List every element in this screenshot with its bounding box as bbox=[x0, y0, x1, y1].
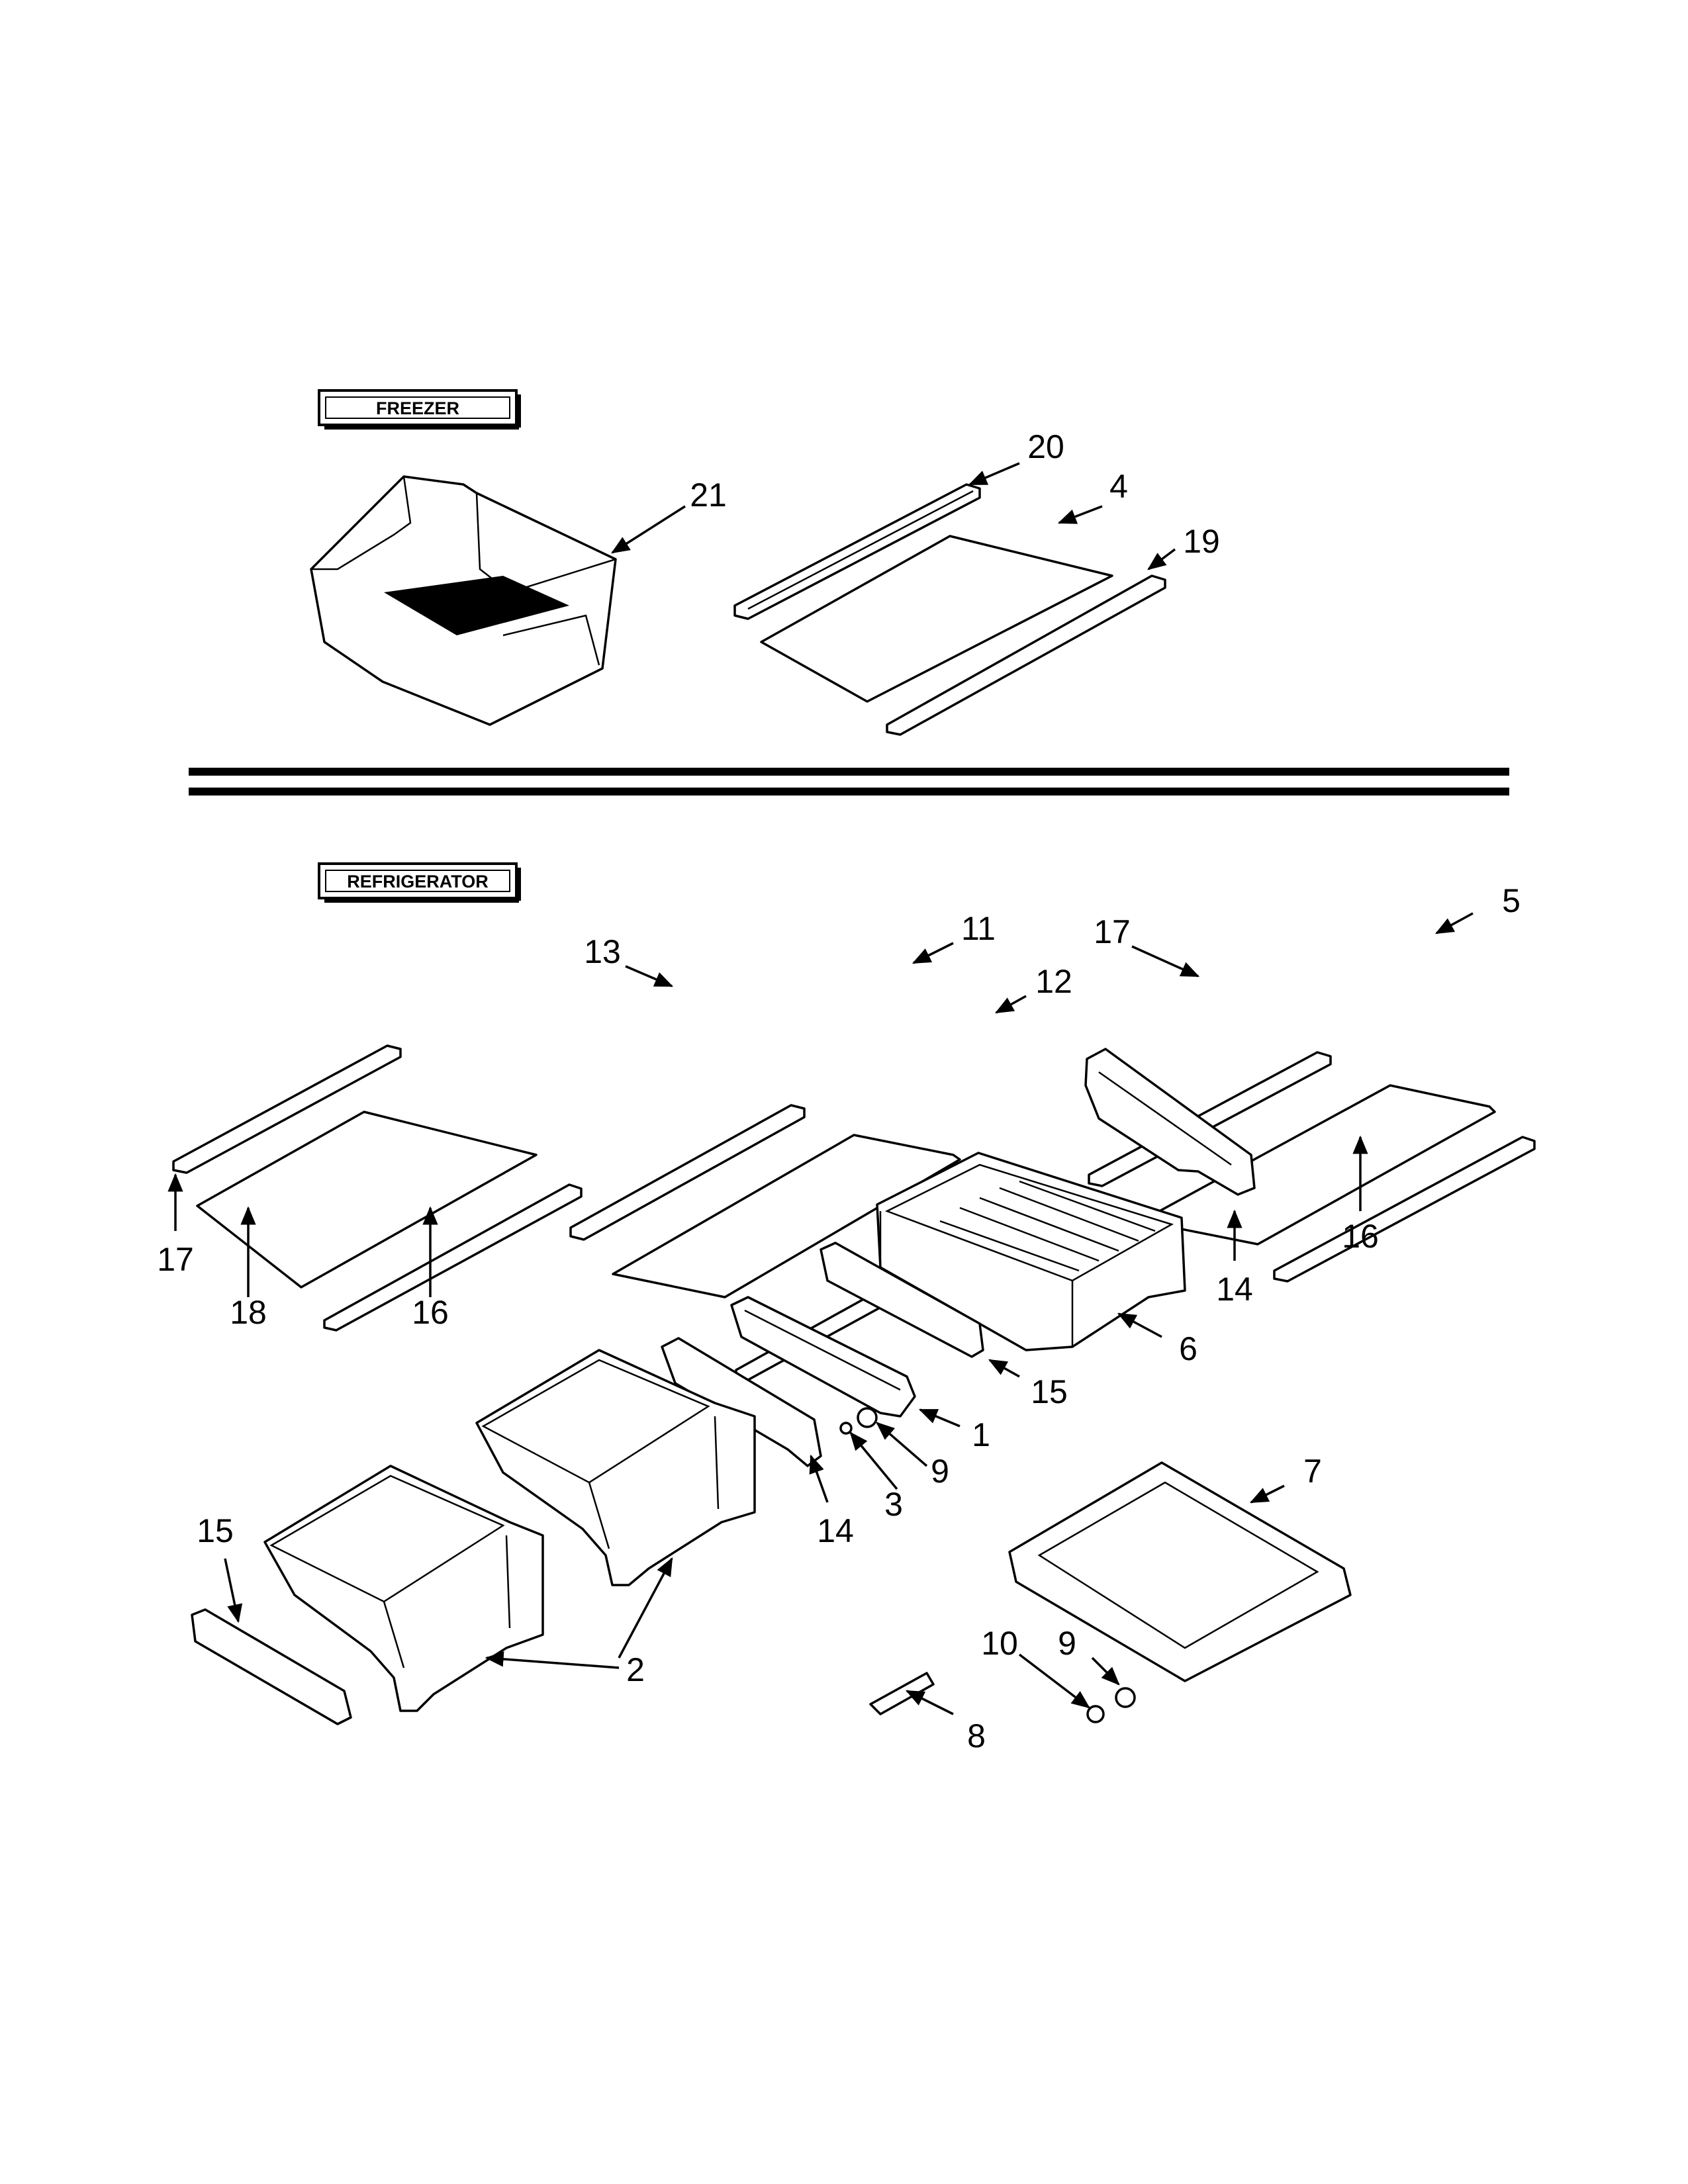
callout-16-left: 16 bbox=[412, 1294, 449, 1331]
center-screw-part bbox=[839, 1422, 853, 1435]
callout-3: 3 bbox=[884, 1486, 903, 1523]
left-shelf-glass-part bbox=[196, 1111, 538, 1289]
right-shelf-rear-trim-part bbox=[1273, 1136, 1536, 1283]
refrigerator-label: REFRIGERATOR bbox=[347, 872, 489, 891]
middle-shelf-glass-part bbox=[612, 1134, 961, 1298]
left-rail-part bbox=[191, 1608, 352, 1725]
freezer-label: FREEZER bbox=[376, 398, 459, 418]
left-crisper-drawer-part bbox=[263, 1465, 544, 1712]
callout-14-center: 14 bbox=[817, 1512, 854, 1549]
freezer-basket-part bbox=[310, 475, 617, 726]
callout-10: 10 bbox=[981, 1625, 1018, 1662]
callout-16-right: 16 bbox=[1342, 1218, 1379, 1255]
callout-7: 7 bbox=[1303, 1453, 1322, 1490]
callout-21: 21 bbox=[690, 477, 727, 514]
meat-drawer-part bbox=[876, 1152, 1186, 1351]
callout-5: 5 bbox=[1502, 882, 1521, 919]
callout-14-right: 14 bbox=[1216, 1271, 1253, 1308]
callout-18: 18 bbox=[230, 1294, 267, 1331]
callout-6: 6 bbox=[1179, 1330, 1197, 1367]
callout-1: 1 bbox=[972, 1416, 990, 1453]
right-crisper-drawer-part bbox=[475, 1349, 756, 1586]
callouts: 21 20 4 19 13 11 12 17 5 17 18 16 16 14 … bbox=[157, 428, 1521, 1754]
left-shelf-rear-trim-part bbox=[323, 1183, 583, 1332]
callout-11: 11 bbox=[961, 910, 996, 947]
center-rail-upper-part bbox=[820, 1242, 984, 1358]
right-slide-rail-part bbox=[1084, 1048, 1256, 1196]
callout-8: 8 bbox=[967, 1717, 986, 1754]
drawer-clip-part bbox=[869, 1672, 935, 1715]
freezer-shelf-rear-trim-part bbox=[886, 574, 1166, 736]
cover-screw-part bbox=[1086, 1705, 1105, 1723]
callout-13: 13 bbox=[584, 933, 621, 970]
callout-19: 19 bbox=[1183, 523, 1220, 560]
section-divider bbox=[189, 768, 1509, 796]
cover-roller-part bbox=[1115, 1687, 1136, 1708]
center-slide-part bbox=[730, 1296, 916, 1418]
callout-2: 2 bbox=[626, 1651, 645, 1688]
center-roller-part bbox=[857, 1407, 878, 1428]
refrigerator-label-box: REFRIGERATOR bbox=[318, 862, 521, 903]
callout-17-left: 17 bbox=[157, 1241, 194, 1278]
freezer-shelf-glass-part bbox=[760, 535, 1113, 703]
callout-17-right: 17 bbox=[1094, 913, 1131, 950]
callout-9-cover: 9 bbox=[1058, 1625, 1076, 1662]
callout-4: 4 bbox=[1109, 468, 1128, 505]
callout-9-center: 9 bbox=[931, 1453, 949, 1490]
middle-shelf-front-trim-part bbox=[569, 1104, 806, 1241]
crisper-cover-part bbox=[1008, 1461, 1352, 1682]
leader-lines bbox=[167, 462, 1474, 1715]
freezer-label-box: FREEZER bbox=[318, 389, 521, 430]
callout-15-mid: 15 bbox=[1031, 1373, 1068, 1410]
callout-12: 12 bbox=[1035, 963, 1072, 1000]
left-shelf-front-trim-part bbox=[172, 1044, 402, 1174]
right-shelf-glass-part bbox=[1140, 1084, 1496, 1246]
left-shelf-group bbox=[172, 1044, 583, 1332]
callout-15-left: 15 bbox=[197, 1512, 234, 1549]
freezer-shelf-front-trim-part bbox=[733, 483, 981, 620]
callout-20: 20 bbox=[1027, 428, 1064, 465]
